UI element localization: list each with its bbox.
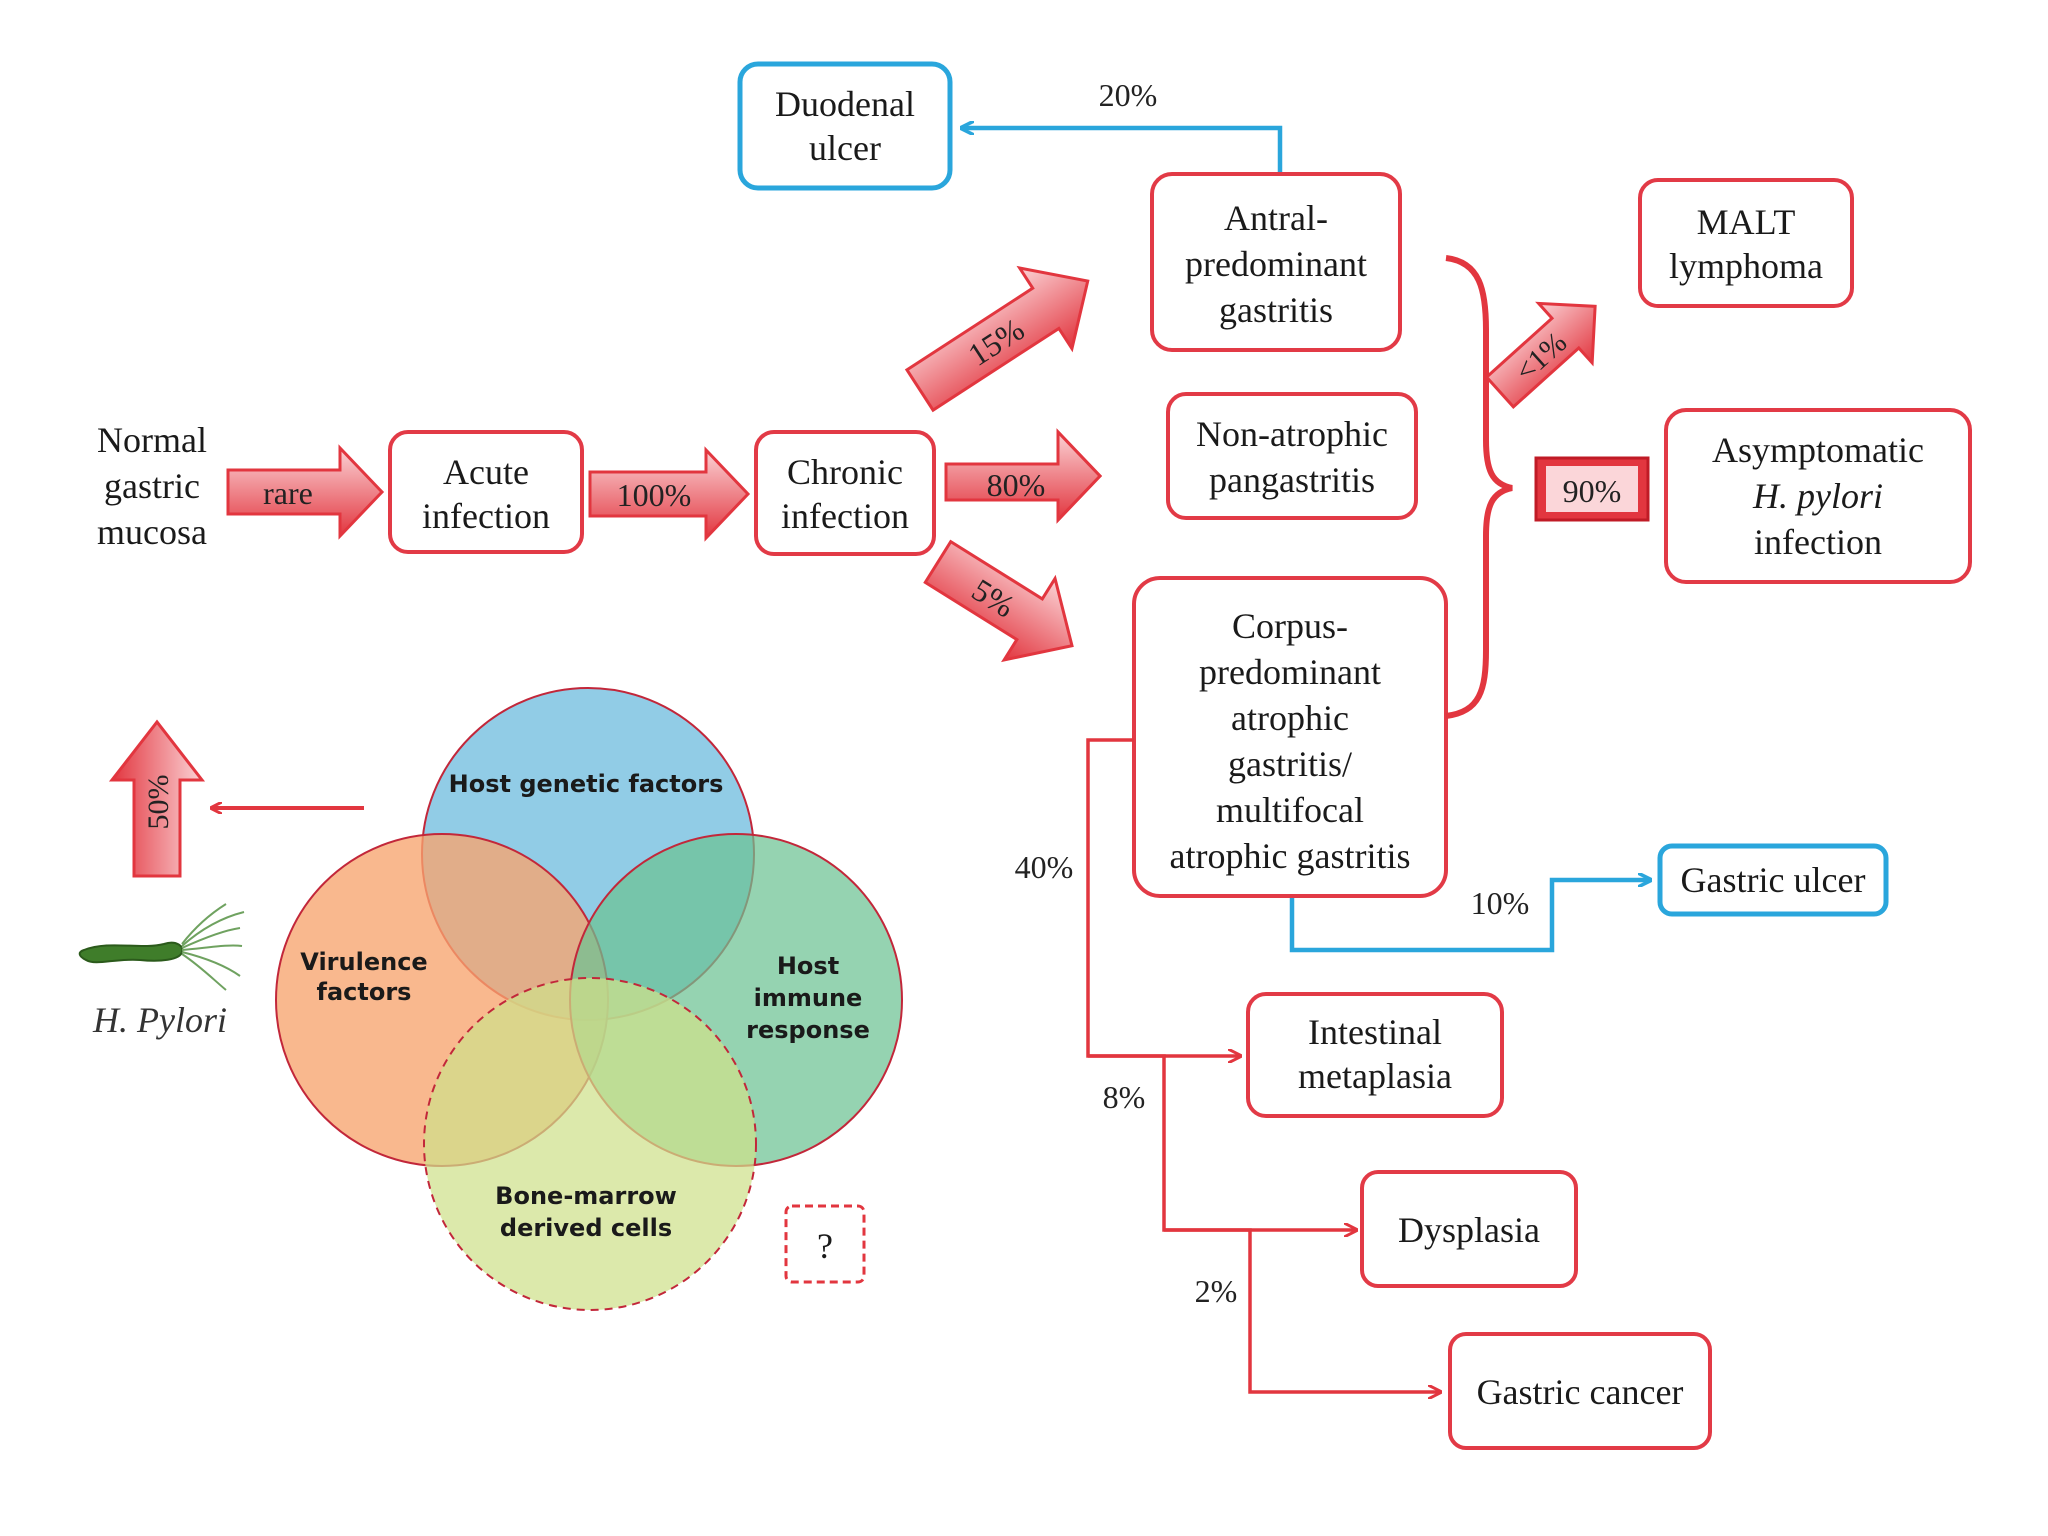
intestinal-line-1: Intestinal — [1308, 1012, 1442, 1052]
asymptomatic-line-3: infection — [1754, 522, 1882, 562]
venn-diagram: Host genetic factors Virulence factors H… — [275, 687, 903, 1311]
grouping-brace — [1445, 255, 1513, 719]
asymptomatic-line-2: H. pylori — [1752, 476, 1883, 516]
venn-virulence-line-1: Virulence — [300, 948, 427, 976]
pct-8-label: 8% — [1103, 1079, 1146, 1115]
normal-gastric-mucosa-label: Normal gastric mucosa — [97, 420, 207, 552]
connector-to-dysplasia — [1088, 1054, 1356, 1230]
antral-gastritis-node: Antral- predominant gastritis — [1150, 172, 1402, 352]
venn-host-genetic-label: Host genetic factors — [449, 770, 724, 798]
corpus-line-6: atrophic gastritis — [1170, 836, 1411, 876]
malt-line-1: MALT — [1697, 202, 1796, 242]
unknown-factor-label: ? — [817, 1226, 833, 1266]
badge-90: 90% — [1534, 456, 1650, 522]
dysplasia-node: Dysplasia — [1360, 1170, 1578, 1288]
chronic-line-1: Chronic — [787, 452, 903, 492]
duodenal-line-2: ulcer — [809, 128, 881, 168]
chronic-infection-node: Chronic infection — [754, 430, 936, 556]
antral-line-3: gastritis — [1219, 290, 1333, 330]
nonatrophic-pangastritis-node: Non-atrophic pangastritis — [1166, 392, 1418, 520]
corpus-line-2: predominant — [1199, 652, 1381, 692]
connector-antral-to-duodenal — [962, 128, 1283, 172]
venn-bone-marrow — [423, 977, 757, 1311]
normal-line-2: gastric — [104, 466, 200, 506]
venn-virulence-line-2: factors — [317, 978, 412, 1006]
gastric-ulcer-label: Gastric ulcer — [1681, 860, 1866, 900]
venn-immune-line-2: immune — [754, 984, 863, 1012]
malt-line-2: lymphoma — [1669, 246, 1823, 286]
asymptomatic-node: Asymptomatic H. pylori infection — [1664, 408, 1972, 584]
gastric-cancer-node: Gastric cancer — [1448, 1332, 1712, 1450]
arrow-to-malt: <1% — [1484, 301, 1597, 409]
pct-20-label: 20% — [1099, 77, 1158, 113]
connector-corpus-to-gastric-ulcer — [1289, 880, 1650, 953]
gastric-ulcer-node: Gastric ulcer — [1657, 843, 1889, 917]
arrow-acute-to-chronic: 100% — [588, 446, 751, 542]
corpus-line-4: gastritis/ — [1228, 744, 1352, 784]
venn-immune-line-1: Host — [777, 952, 839, 980]
asymptomatic-line-1: Asymptomatic — [1712, 430, 1924, 470]
arrow-rare: rare — [226, 444, 385, 540]
acute-line-1: Acute — [443, 452, 529, 492]
venn-immune-line-3: response — [746, 1016, 870, 1044]
duodenal-line-1: Duodenal — [775, 84, 915, 124]
arrow-50-up: 50% — [108, 719, 206, 878]
arrow-rare-label: rare — [263, 475, 313, 511]
antral-line-1: Antral- — [1224, 198, 1328, 238]
venn-bone-marrow-line-1: Bone-marrow — [495, 1182, 677, 1210]
gastric-cancer-label: Gastric cancer — [1477, 1372, 1684, 1412]
corpus-line-5: multifocal — [1216, 790, 1364, 830]
arrow-50-label: 50% — [142, 775, 175, 830]
pct-2-label: 2% — [1195, 1273, 1238, 1309]
malt-lymphoma-node: MALT lymphoma — [1638, 178, 1854, 308]
arrow-to-corpus: 5% — [923, 539, 1074, 663]
acute-infection-node: Acute infection — [388, 430, 584, 554]
unknown-factor-box: ? — [784, 1204, 866, 1284]
arrow-to-antral: 15% — [904, 265, 1090, 413]
nonatrophic-line-2: pangastritis — [1209, 460, 1375, 500]
intestinal-metaplasia-node: Intestinal metaplasia — [1246, 992, 1504, 1118]
connector-to-cancer — [1164, 1228, 1440, 1392]
corpus-gastritis-node: Corpus- predominant atrophic gastritis/ … — [1132, 576, 1448, 898]
corpus-line-3: atrophic — [1231, 698, 1349, 738]
arrow-100-label: 100% — [617, 477, 692, 513]
normal-line-3: mucosa — [97, 512, 207, 552]
pct-10-label: 10% — [1471, 885, 1530, 921]
badge-90-label: 90% — [1563, 473, 1622, 509]
arrow-80-label: 80% — [987, 467, 1046, 503]
duodenal-ulcer-node: Duodenal ulcer — [737, 61, 953, 191]
acute-line-2: infection — [422, 496, 550, 536]
chronic-line-2: infection — [781, 496, 909, 536]
corpus-line-1: Corpus- — [1232, 606, 1348, 646]
antral-line-2: predominant — [1185, 244, 1367, 284]
normal-line-1: Normal — [97, 420, 207, 460]
dysplasia-label: Dysplasia — [1398, 1210, 1540, 1250]
nonatrophic-line-1: Non-atrophic — [1196, 414, 1388, 454]
h-pylori-label: H. Pylori — [92, 1000, 227, 1040]
intestinal-line-2: metaplasia — [1298, 1056, 1452, 1096]
h-pylori-bacterium-icon — [78, 903, 245, 991]
pct-40-label: 40% — [1015, 849, 1074, 885]
venn-bone-marrow-line-2: derived cells — [500, 1214, 672, 1242]
arrow-to-nonatrophic: 80% — [944, 428, 1103, 524]
